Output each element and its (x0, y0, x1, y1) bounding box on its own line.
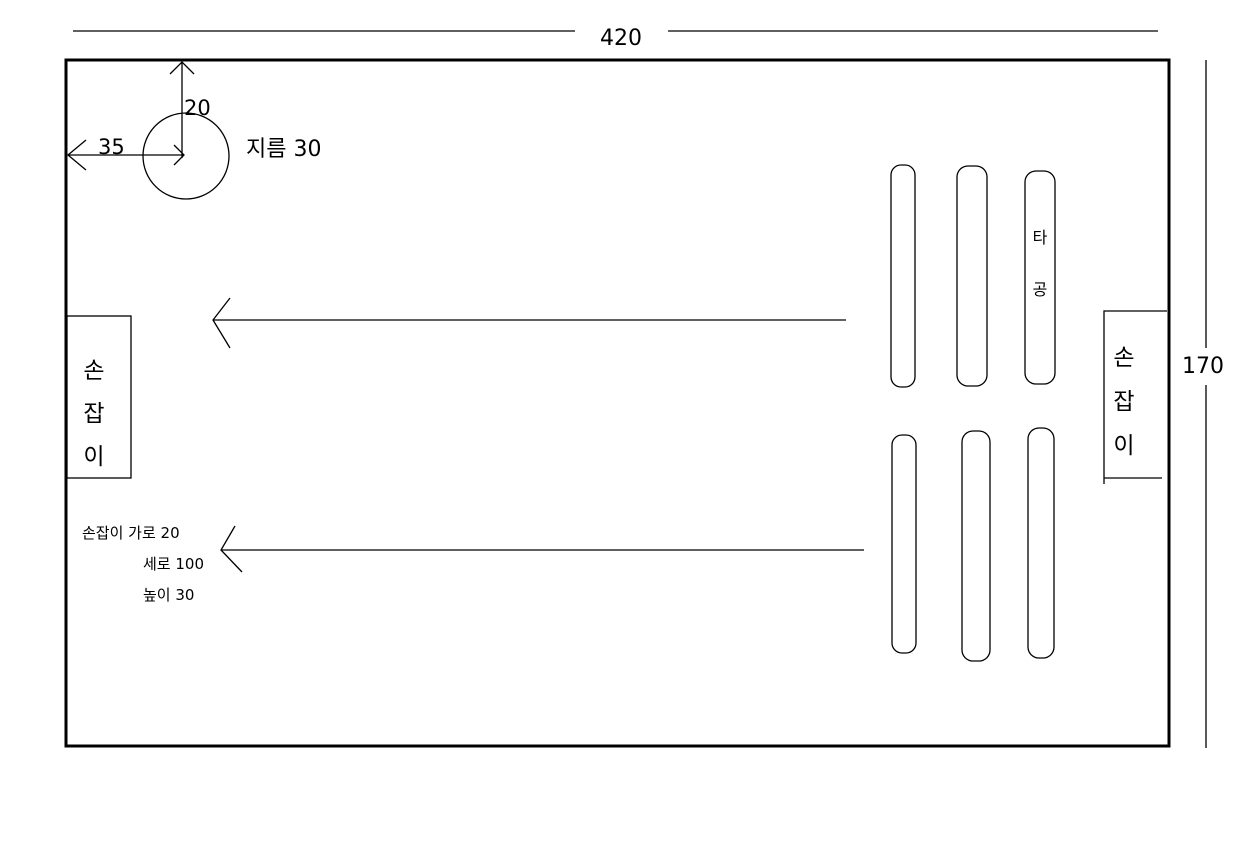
upper-direction-arrowhead (212, 297, 231, 349)
lower-direction-arrowhead (220, 525, 243, 573)
slot-top-3 (1024, 170, 1056, 385)
slot-label-char: 공 (1032, 280, 1048, 299)
right-handle-label: 손 잡 이 (1104, 336, 1144, 468)
hole-top-offset-label: 20 (184, 96, 211, 120)
slot-bottom-3 (1027, 427, 1055, 659)
left-handle-char: 잡 (83, 401, 105, 427)
handle-spec-width: 손잡이 가로 20 (82, 524, 180, 542)
slot-top-2 (956, 165, 988, 387)
height-dimension-label: 170 (1182, 354, 1224, 379)
slot-bottom-1 (891, 434, 917, 654)
right-handle-char: 잡 (1113, 389, 1135, 415)
hole-left-offset-label: 35 (98, 135, 125, 159)
left-handle (66, 315, 132, 479)
right-handle-char: 손 (1113, 345, 1135, 371)
slot-label: 타 공 (1025, 208, 1055, 320)
slot-bottom-2 (961, 430, 991, 662)
left-handle-char: 이 (83, 444, 105, 470)
slot-label-char: 타 (1032, 228, 1048, 247)
right-handle-char: 이 (1113, 433, 1135, 459)
handle-spec-height: 높이 30 (143, 586, 195, 604)
slot-top-1 (890, 164, 916, 388)
hole-top-arrowhead (169, 61, 195, 75)
hole-left-arrowhead (66, 139, 87, 171)
left-handle-label: 손 잡 이 (67, 350, 121, 479)
left-handle-char: 손 (83, 358, 105, 384)
board-outline (64, 58, 1171, 748)
width-dimension-label: 420 (600, 26, 642, 51)
handle-spec-length: 세로 100 (143, 555, 204, 573)
hole-circle (142, 112, 230, 200)
right-handle-outline-a (1103, 310, 1167, 484)
hole-diameter-label: 지름 30 (246, 137, 322, 162)
hole-center-arrowhead (173, 144, 185, 166)
